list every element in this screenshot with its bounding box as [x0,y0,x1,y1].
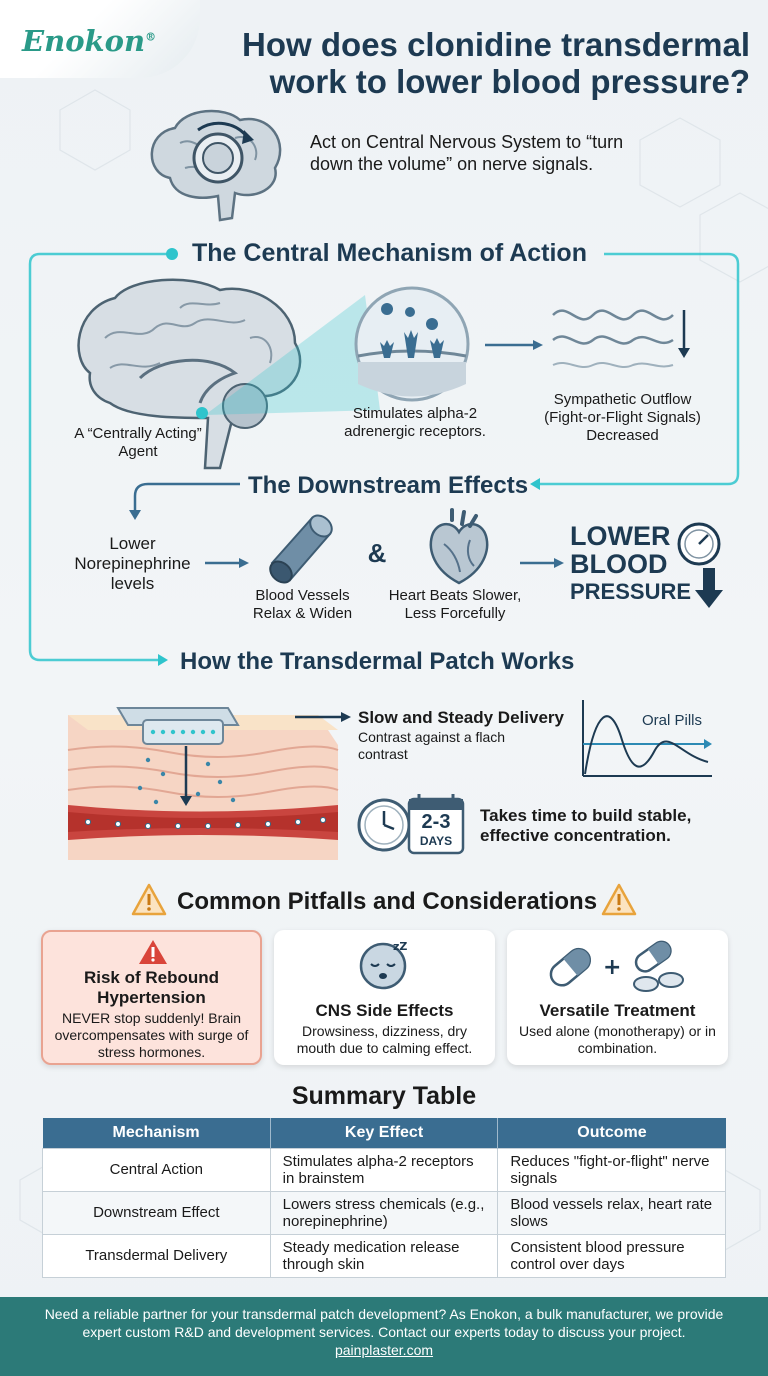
heart-icon [429,508,489,585]
table-cell: Consistent blood pressure control over d… [497,1233,726,1278]
table-cell: Stimulates alpha-2 receptors in brainste… [269,1147,499,1192]
footer-text: Need a reliable partner for your transde… [44,1306,724,1340]
flow-connector-lines [28,248,740,666]
skin-patch-diagram [67,707,339,860]
pitfall-card-versatile: + Versatile Treatment Used alone (monoth… [507,930,728,1065]
card-text: Drowsiness, dizziness, dry mouth due to … [296,1023,473,1056]
vessels-label: Blood Vessels Relax & Widen [252,587,353,622]
pitfalls-heading: Common Pitfalls and Considerations [177,888,598,915]
arrow-right-icon [485,340,543,350]
logo-panel [0,0,200,78]
page-title: How does clonidine transdermal work to l… [242,26,750,100]
table-cell: Downstream Effect [42,1190,271,1235]
pressure-gauge-icon [677,522,723,608]
concentration-curve-chart [582,700,712,777]
patch-heading: How the Transdermal Patch Works [180,648,575,675]
table-cell: Central Action [42,1147,271,1192]
blood-vessel-icon [269,514,333,584]
clock-calendar-icon [357,794,465,855]
card-text: NEVER stop suddenly! Brain overcompensat… [54,1010,249,1060]
table-header: Key Effect [270,1118,499,1148]
arrow-right-icon [520,558,564,568]
svg-text:zZ: zZ [393,940,407,953]
days-label: DAYS [419,834,453,848]
card-text: Used alone (monotherapy) or in combinati… [519,1023,716,1056]
table-cell: Lowers stress chemicals (e.g., norepinep… [269,1190,499,1235]
warning-icon [131,883,167,916]
sleeping-face-icon: zZ [359,940,407,990]
table-header-row: Mechanism Key Effect Outcome [42,1118,726,1148]
receptor-label: Stimulates alpha-2 adrenergic receptors. [344,405,486,440]
footer-link[interactable]: painplaster.com [334,1342,434,1358]
table-cell: Transdermal Delivery [42,1233,271,1278]
table-cell: Blood vessels relax, heart rate slows [497,1190,726,1235]
footer-banner: Need a reliable partner for your transde… [0,1297,768,1376]
pitfall-card-cns: zZ CNS Side Effects Drowsiness, dizzines… [274,930,495,1065]
oral-pills-label: Oral Pills [642,712,703,729]
brand-logo[interactable]: Enokon® [22,24,157,58]
arrow-right-icon [205,558,249,568]
card-title: Versatile Treatment [539,1001,696,1020]
downstream-heading: The Downstream Effects [248,472,529,499]
nerve-signal-waves-icon [552,309,690,368]
warning-icon [601,883,637,916]
lower-blood-pressure-result: LOWER BLOOD PRESSURE [570,521,692,604]
table-header: Mechanism [42,1118,271,1148]
zoom-beam [205,295,380,415]
delivery-text: Contrast against a flach contrast [358,729,506,762]
table-row: Central Action Stimulates alpha-2 recept… [42,1147,726,1192]
brain-dial-icon [150,109,282,222]
pills-icon: + [549,940,684,992]
ampersand: & [367,538,387,568]
table-row: Transdermal Delivery Steady medication r… [42,1233,726,1278]
time-text: Takes time to build stable, effective co… [480,806,692,845]
brain-sagittal-icon [77,278,302,470]
intro-text: Act on Central Nervous System to “turn d… [310,132,624,174]
pitfall-card-rebound: Risk of Rebound Hypertension NEVER stop … [41,930,262,1065]
card-title: CNS Side Effects [315,1001,454,1020]
summary-heading: Summary Table [291,1082,477,1110]
summary-table-wrap: Mechanism Key Effect Outcome Central Act… [42,1118,726,1278]
sympathetic-outflow-label: Sympathetic Outflow (Fight-or-Flight Sig… [544,391,701,444]
table-row: Downstream Effect Lowers stress chemical… [42,1190,726,1235]
alert-icon [139,940,167,964]
norepinephrine-label: Lower Norepinephrine levels [74,534,191,593]
summary-table: Mechanism Key Effect Outcome Central Act… [42,1118,726,1278]
table-cell: Steady medication release through skin [269,1233,499,1278]
centrally-acting-label: A “Centrally Acting” Agent [74,425,202,460]
delivery-title: Slow and Steady Delivery [358,708,564,727]
heart-label: Heart Beats Slower, Less Forcefully [388,587,522,622]
mechanism-heading: The Central Mechanism of Action [192,239,587,267]
days-number: 2-3 [421,811,451,833]
table-header: Outcome [497,1118,726,1148]
table-cell: Reduces "fight-or-flight" nerve signals [497,1147,726,1192]
svg-text:+: + [603,955,621,980]
arrow-right-icon [295,712,351,722]
receptor-magnified-icon [354,286,470,402]
card-title: Risk of Rebound Hypertension [83,968,220,1007]
